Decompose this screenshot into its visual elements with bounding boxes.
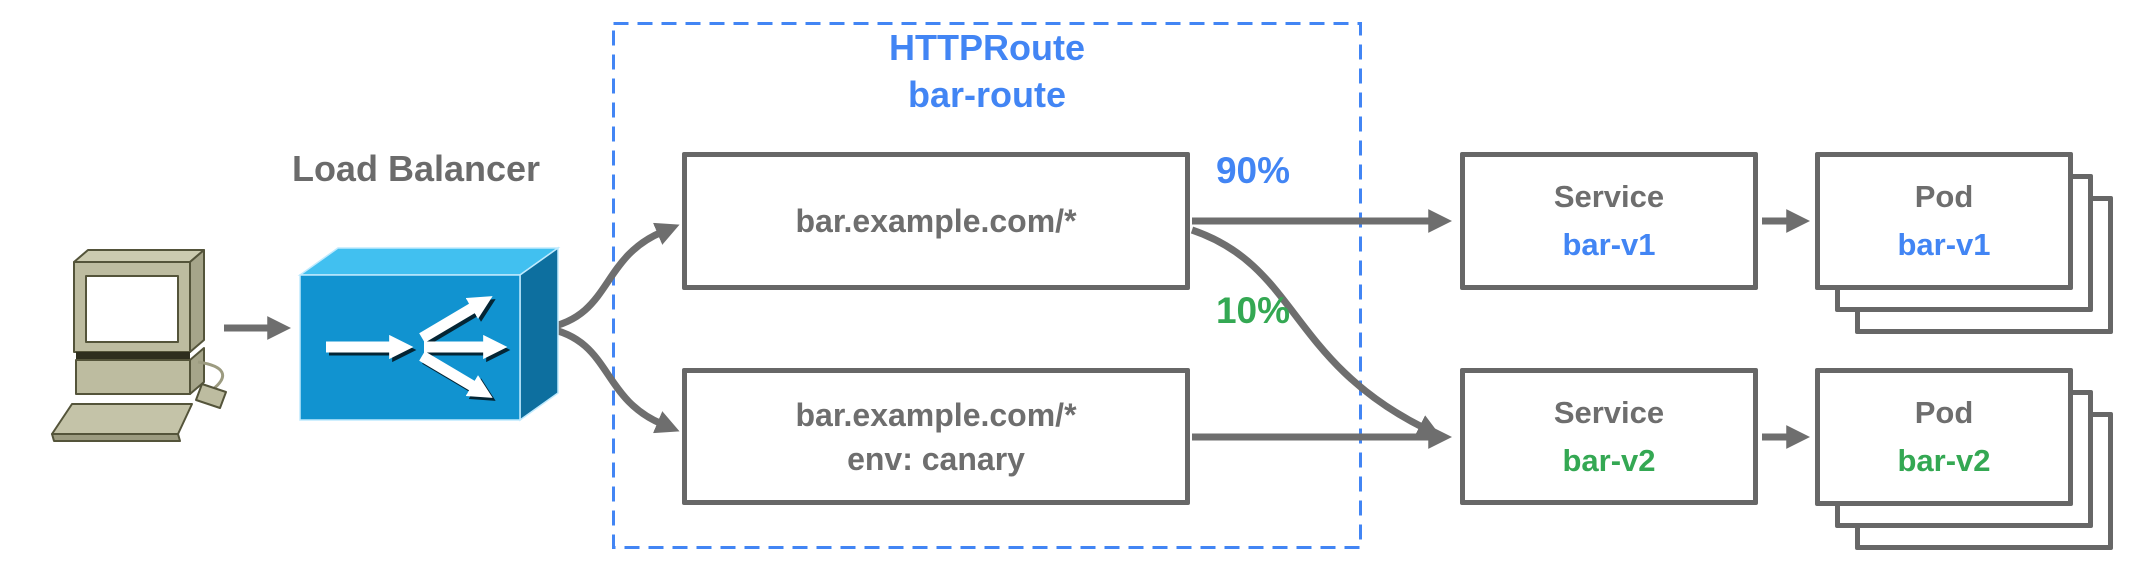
client-keyboard [51, 403, 193, 435]
desktop-computer-icon [51, 249, 227, 442]
client-mouse [195, 383, 227, 409]
service-v1-kind: Service [1553, 179, 1665, 214]
lb-box-side-face [519, 246, 559, 422]
load-balancer-label: Load Balancer [291, 148, 541, 189]
client-base-unit [75, 359, 191, 395]
client-monitor-shadow-band [76, 352, 190, 360]
pod-v2-kind: Pod [1914, 395, 1974, 430]
lb-branching-arrows [326, 296, 508, 398]
lb-fork-top-arrow [545, 222, 680, 332]
service-v1-name: bar-v1 [1562, 227, 1656, 262]
service-v2-kind: Service [1553, 394, 1665, 430]
route-rule-canary-header: env: canary [847, 440, 1025, 477]
pod-bar-v2-stack: Pod bar-v2 [1815, 368, 2115, 552]
route-rule-canary-box: bar.example.com/* env: canary [682, 368, 1190, 505]
route-rule-primary-box: bar.example.com/* [682, 152, 1190, 290]
client-keyboard-edge [51, 433, 181, 442]
route-rule-primary-match: bar.example.com/* [795, 202, 1077, 239]
client-mouse-cable [197, 360, 225, 392]
service-bar-v1-box: Service bar-v1 [1460, 152, 1758, 290]
client-monitor-side-face [189, 249, 205, 353]
pod-v1-name: bar-v1 [1897, 227, 1991, 262]
weight-10-label: 10% [1215, 290, 1291, 331]
httproute-name: bar-route [907, 74, 1066, 115]
httproute-group-border [612, 22, 1362, 549]
client-screen [85, 275, 179, 343]
load-balancer-icon [297, 246, 561, 422]
canary-weight-curve-arrow [1190, 226, 1442, 437]
weight-90-label: 90% [1215, 150, 1291, 191]
pod-v2-name: bar-v2 [1897, 443, 1991, 478]
pod-v1-kind: Pod [1914, 179, 1974, 214]
lb-fork-bottom-arrow [545, 324, 680, 434]
lb-box-top-face [297, 247, 561, 276]
pod-bar-v2-box: Pod bar-v2 [1815, 368, 2073, 506]
client-monitor-top-face [73, 249, 205, 263]
httproute-title: HTTPRoute bar-route [612, 24, 1362, 118]
service-bar-v2-box: Service bar-v2 [1460, 368, 1758, 505]
service-v2-name: bar-v2 [1562, 442, 1656, 478]
pod-bar-v1-box: Pod bar-v1 [1815, 152, 2073, 290]
route-rule-canary-match: bar.example.com/* [795, 396, 1077, 433]
httproute-kind: HTTPRoute [889, 27, 1085, 68]
pod-bar-v1-stack: Pod bar-v1 [1815, 152, 2115, 336]
